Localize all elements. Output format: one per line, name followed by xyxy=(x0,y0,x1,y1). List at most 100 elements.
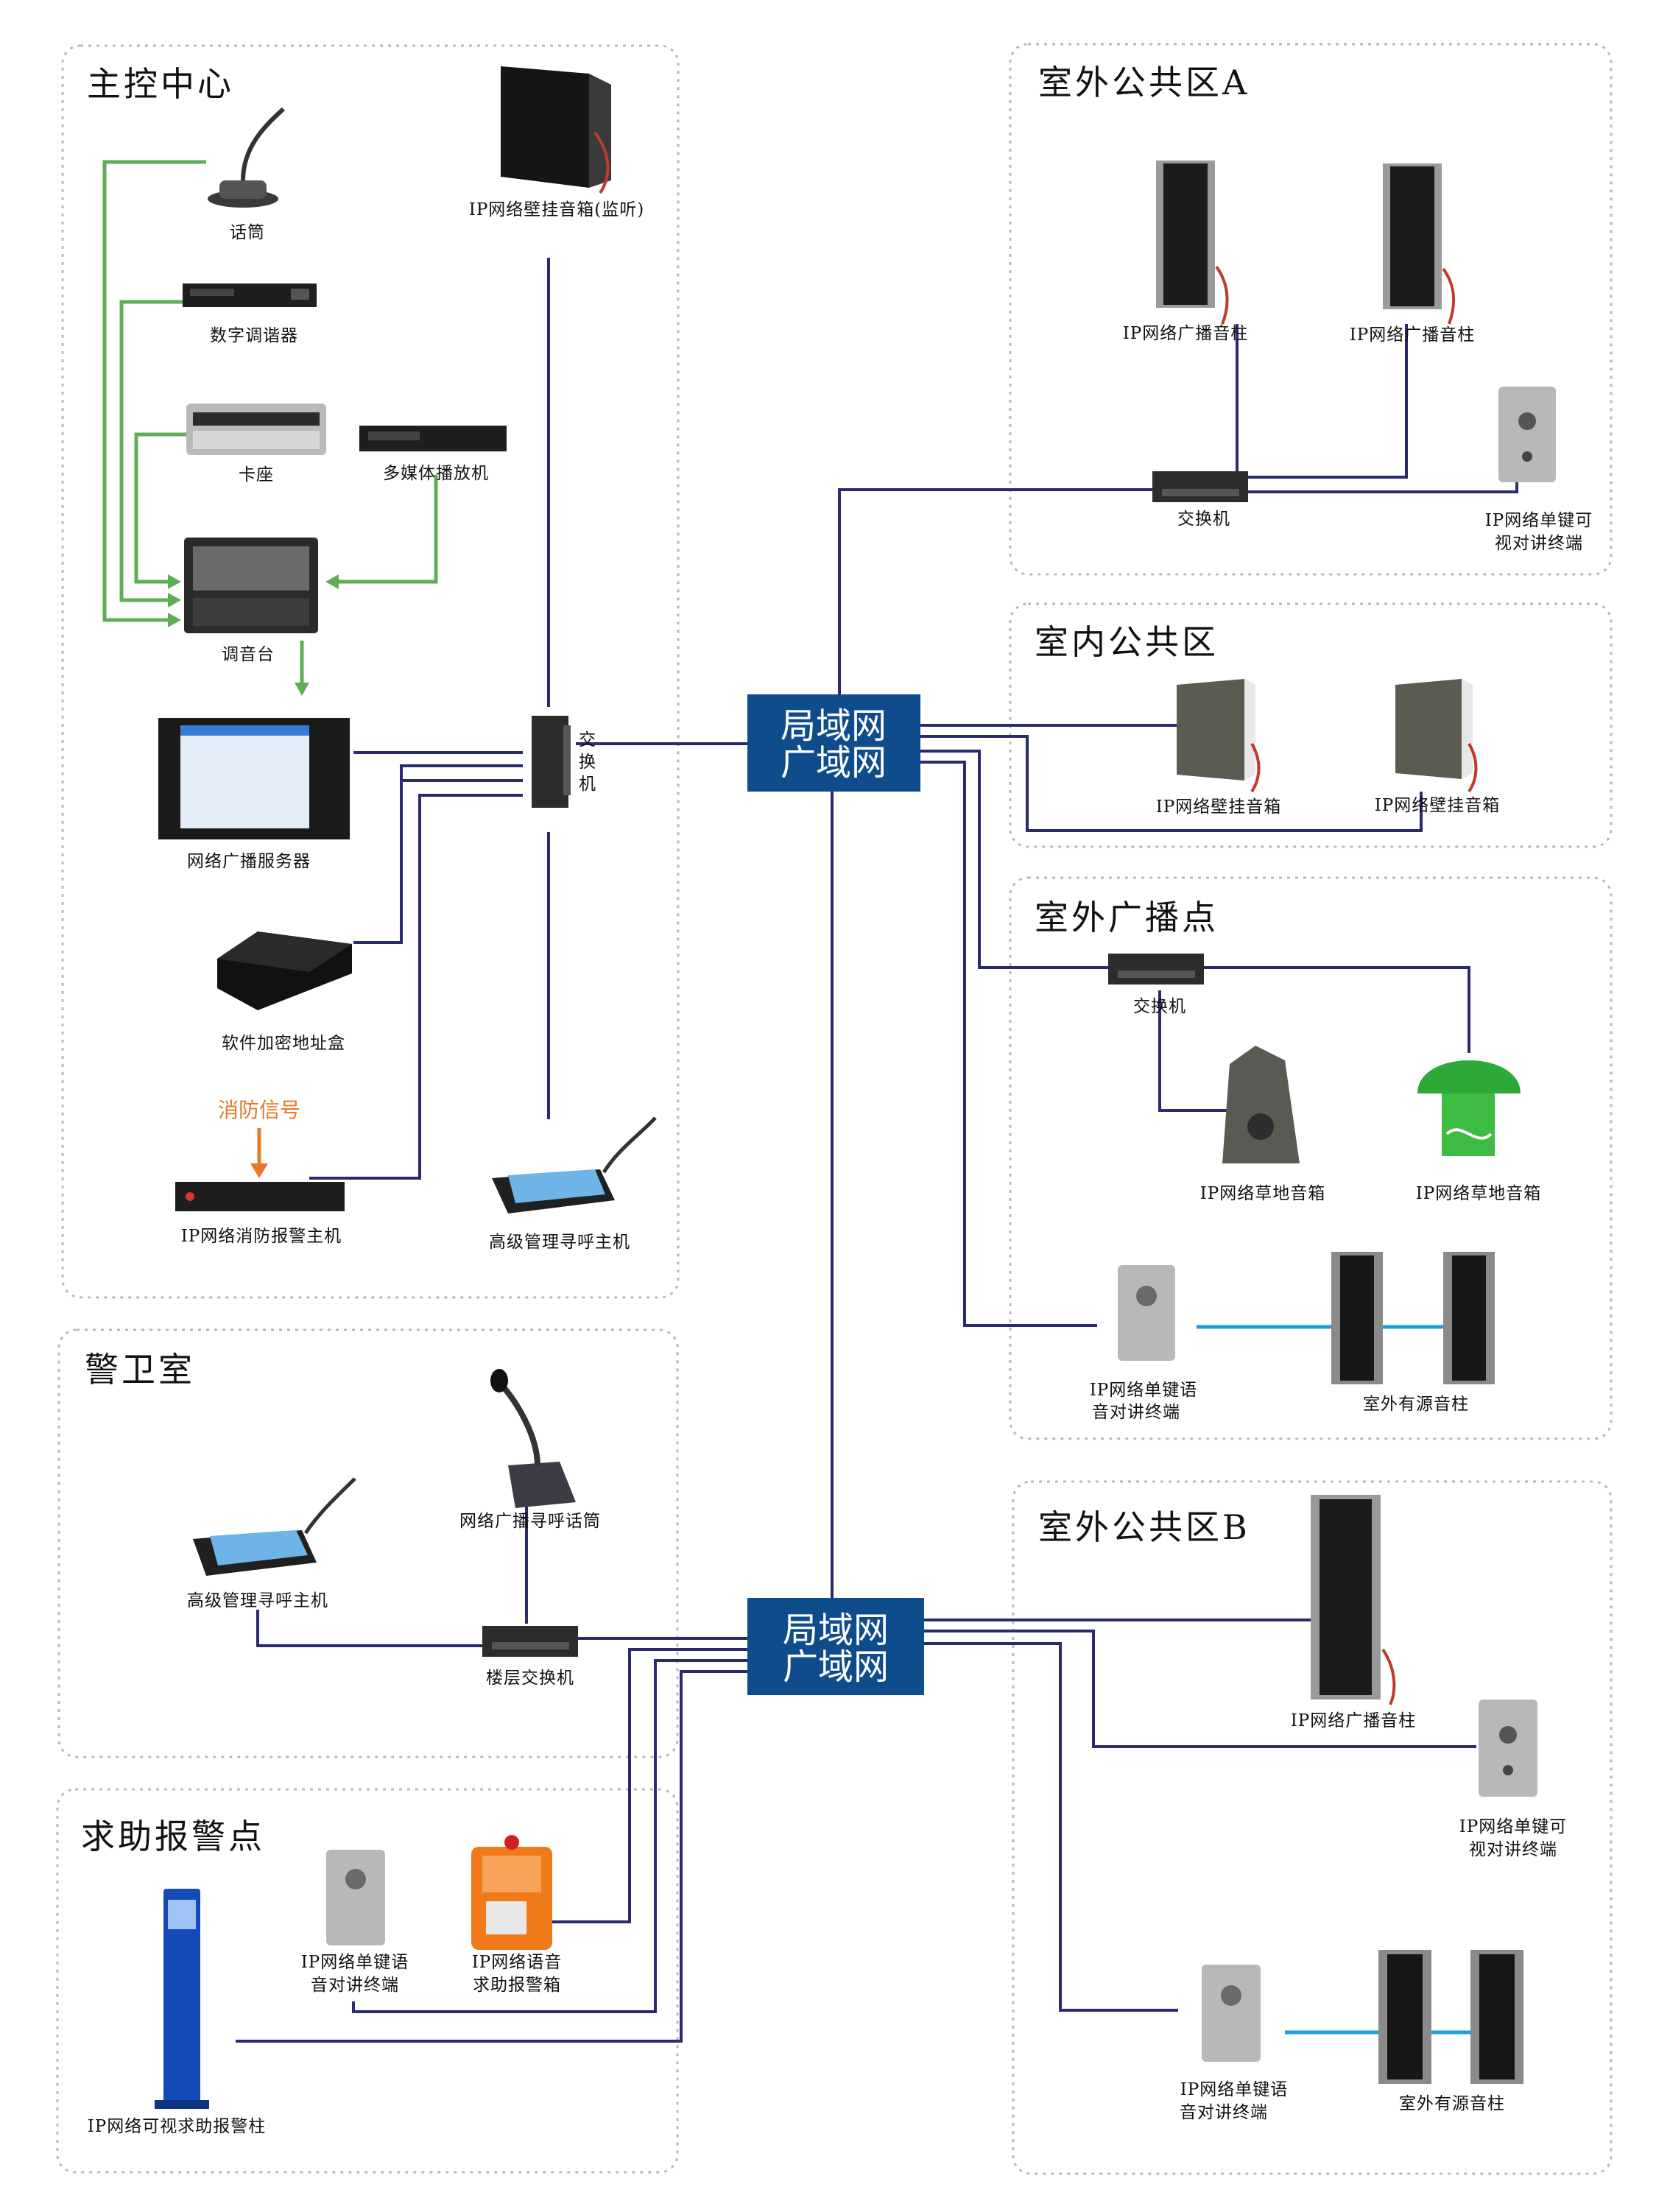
media-player-icon xyxy=(359,426,507,451)
label-floor-switch: 楼层交换机 xyxy=(486,1669,574,1688)
label-fire-alarm-host: IP网络消防报警主机 xyxy=(181,1227,342,1246)
tuner-icon xyxy=(183,283,317,307)
label-lawn-1: IP网络草地音箱 xyxy=(1200,1184,1326,1203)
label-wall-indoor-1: IP网络壁挂音箱 xyxy=(1156,797,1282,817)
label-switch-main-2: 换 xyxy=(579,753,596,772)
paging-mic-icon xyxy=(490,1369,576,1508)
label-paging-host-guard: 高级管理寻呼主机 xyxy=(187,1591,328,1610)
label-intercom-b-2: 音对讲终端 xyxy=(1180,2103,1268,2122)
switch-ob-icon xyxy=(1108,954,1204,985)
zone-title-outdoor-broadcast: 室外广播点 xyxy=(1035,898,1219,937)
fire-arrow-head xyxy=(250,1163,268,1178)
video-intercom-a-icon xyxy=(1498,387,1556,482)
active-column-ob-2-icon xyxy=(1443,1252,1495,1384)
zone-title-guard-room: 警卫室 xyxy=(85,1350,195,1389)
arrow-tuner xyxy=(168,593,181,607)
label-paging-mic: 网络广播寻呼话筒 xyxy=(459,1512,601,1531)
label-alarm-box-1: IP网络语音 xyxy=(472,1953,563,1972)
label-wall-speaker-monitor: IP网络壁挂音箱(监听) xyxy=(469,200,645,219)
svg-text:局域网: 局域网 xyxy=(781,705,887,747)
zone-title-outdoor-b: 室外公共区B xyxy=(1038,1507,1250,1547)
label-intercom-ob-1: IP网络单键语 xyxy=(1090,1381,1198,1400)
label-column-a2: IP网络广播音柱 xyxy=(1350,325,1476,345)
label-mixer: 调音台 xyxy=(222,645,275,664)
label-column-b: IP网络广播音柱 xyxy=(1291,1711,1417,1730)
wall-speaker-icon xyxy=(501,66,611,194)
cassette-icon xyxy=(186,404,326,455)
label-tuner: 数字调谐器 xyxy=(210,326,298,345)
label-video-intercom-b-1: IP网络单键可 xyxy=(1459,1817,1568,1836)
intercom-ob-icon xyxy=(1118,1265,1175,1361)
zone-box-help-alarm xyxy=(56,1788,679,2174)
intercom-help-icon xyxy=(326,1850,385,1945)
zone-box-outdoor-broadcast xyxy=(1009,876,1613,1440)
arrow-mixer-down xyxy=(295,683,309,696)
switch-a-icon xyxy=(1152,471,1248,502)
zone-title-main-control: 主控中心 xyxy=(87,64,234,104)
label-fire-signal: 消防信号 xyxy=(218,1098,300,1122)
switch-main-icon xyxy=(532,716,571,808)
label-intercom-help-2: 音对讲终端 xyxy=(311,1976,399,1995)
visual-alarm-pillar-icon xyxy=(155,1889,209,2109)
active-column-ob-1-icon xyxy=(1331,1252,1383,1384)
zone-box-main-control xyxy=(61,44,680,1299)
label-cassette: 卡座 xyxy=(239,465,274,485)
arrow-cassette xyxy=(168,574,181,589)
zone-title-indoor: 室内公共区 xyxy=(1035,622,1219,662)
column-speaker-a2-icon xyxy=(1383,163,1456,325)
label-active-column-ob: 室外有源音柱 xyxy=(1363,1395,1469,1414)
label-intercom-ob-2: 音对讲终端 xyxy=(1092,1403,1180,1422)
label-video-intercom-a-2: 视对讲终端 xyxy=(1495,534,1583,553)
zone-title-help-alarm: 求助报警点 xyxy=(81,1817,265,1856)
encryption-box-icon xyxy=(217,931,352,1010)
floor-switch-icon xyxy=(482,1626,578,1657)
microphone-icon xyxy=(208,107,285,208)
audio-wires xyxy=(102,160,438,688)
label-alarm-box-2: 求助报警箱 xyxy=(473,1976,561,1995)
zone-box-outdoor-b xyxy=(1012,1480,1613,2175)
paging-host-guard-icon xyxy=(193,1477,356,1576)
label-microphone: 话筒 xyxy=(230,223,265,242)
active-column-b-2-icon xyxy=(1470,1950,1523,2084)
column-speaker-b-icon xyxy=(1311,1495,1396,1705)
label-paging-host-main: 高级管理寻呼主机 xyxy=(489,1233,630,1252)
label-switch-ob: 交换机 xyxy=(1133,997,1186,1016)
zone-title-outdoor-a: 室外公共区A xyxy=(1038,63,1250,102)
mushroom-speaker-icon xyxy=(1417,1060,1521,1156)
label-active-column-b: 室外有源音柱 xyxy=(1399,2094,1505,2113)
rock-speaker-icon xyxy=(1222,1046,1300,1163)
paging-host-icon xyxy=(492,1116,657,1214)
label-column-a1: IP网络广播音柱 xyxy=(1123,324,1249,343)
svg-text:局域网: 局域网 xyxy=(783,1610,889,1651)
wall-speaker-indoor-2-icon xyxy=(1395,679,1478,793)
label-intercom-b-1: IP网络单键语 xyxy=(1180,2080,1289,2099)
video-intercom-b-icon xyxy=(1479,1699,1537,1797)
arrow-mic xyxy=(168,613,181,627)
label-server: 网络广播服务器 xyxy=(187,852,311,871)
label-video-intercom-b-2: 视对讲终端 xyxy=(1469,1840,1557,1859)
wall-speaker-indoor-1-icon xyxy=(1177,679,1261,793)
label-switch-main-3: 机 xyxy=(579,775,596,794)
label-switch-main-1: 交 xyxy=(579,730,596,750)
label-wall-indoor-2: IP网络壁挂音箱 xyxy=(1375,796,1501,815)
intercom-b-icon xyxy=(1202,1965,1261,2062)
server-icon xyxy=(158,718,350,839)
label-switch-a: 交换机 xyxy=(1177,510,1230,529)
zone-box-guard-room xyxy=(57,1328,679,1758)
label-encryption-box: 软件加密地址盒 xyxy=(222,1034,345,1053)
mixer-icon xyxy=(184,538,318,633)
arrow-player xyxy=(325,574,339,589)
zone-box-outdoor-a xyxy=(1009,43,1613,576)
svg-text:广域网: 广域网 xyxy=(783,1646,889,1688)
hub-bottom: 局域网 广域网 xyxy=(747,1598,924,1695)
label-visual-alarm-pillar: IP网络可视求助报警柱 xyxy=(88,2117,267,2136)
alarm-box-icon xyxy=(471,1835,552,1950)
svg-text:广域网: 广域网 xyxy=(781,742,887,783)
label-media-player: 多媒体播放机 xyxy=(383,464,489,483)
active-column-b-1-icon xyxy=(1378,1950,1431,2084)
hub-top: 局域网 广域网 xyxy=(747,694,920,792)
column-speaker-a1-icon xyxy=(1156,161,1229,325)
fire-alarm-host-icon xyxy=(175,1182,345,1211)
label-video-intercom-a-1: IP网络单键可 xyxy=(1485,511,1593,530)
